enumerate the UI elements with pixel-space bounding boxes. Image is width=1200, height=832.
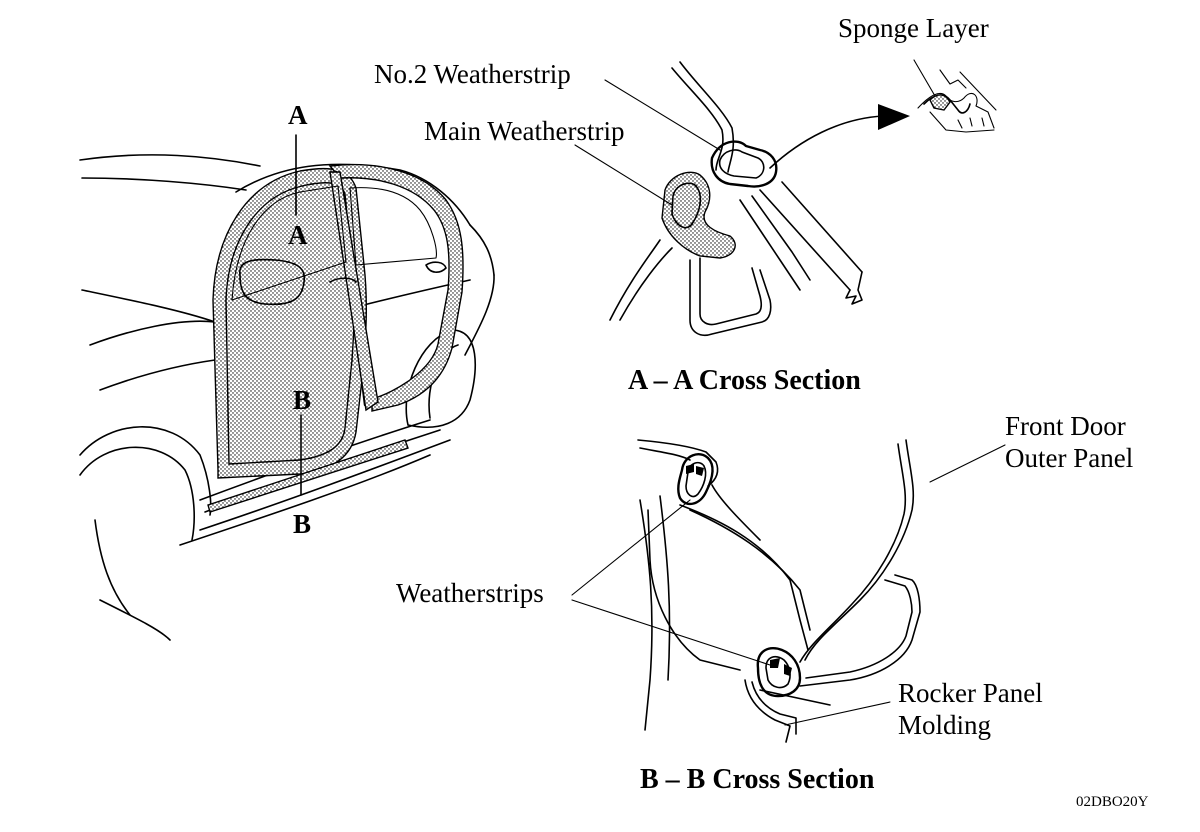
section-b-top-label: B bbox=[293, 385, 312, 415]
aa-cross-section bbox=[609, 61, 997, 336]
section-a-bottom-label: A bbox=[288, 220, 308, 250]
figure-code: 02DBO20Y bbox=[1076, 794, 1149, 810]
section-b-bottom-label: B bbox=[293, 509, 312, 539]
aa-cross-section-title: A – A Cross Section bbox=[628, 365, 861, 396]
bb-cross-section-title: B – B Cross Section bbox=[640, 764, 875, 795]
front-door-outer-panel-label-line2: Outer Panel bbox=[1005, 443, 1134, 473]
rocker-panel-molding-label-line1: Rocker Panel bbox=[898, 678, 1043, 708]
leader-lines bbox=[571, 59, 1006, 726]
weatherstrips-label: Weatherstrips bbox=[396, 578, 544, 608]
rocker-panel-molding-label-line2: Molding bbox=[898, 710, 992, 740]
front-door-outer-panel-label-line1: Front Door bbox=[1005, 411, 1126, 441]
main-weatherstrip-label: Main Weatherstrip bbox=[424, 116, 625, 146]
no2-weatherstrip-label: No.2 Weatherstrip bbox=[374, 59, 571, 89]
sponge-layer-label: Sponge Layer bbox=[838, 13, 989, 43]
car-illustration bbox=[79, 134, 495, 641]
bb-cross-section bbox=[637, 439, 921, 743]
section-a-top-label: A bbox=[288, 100, 308, 130]
